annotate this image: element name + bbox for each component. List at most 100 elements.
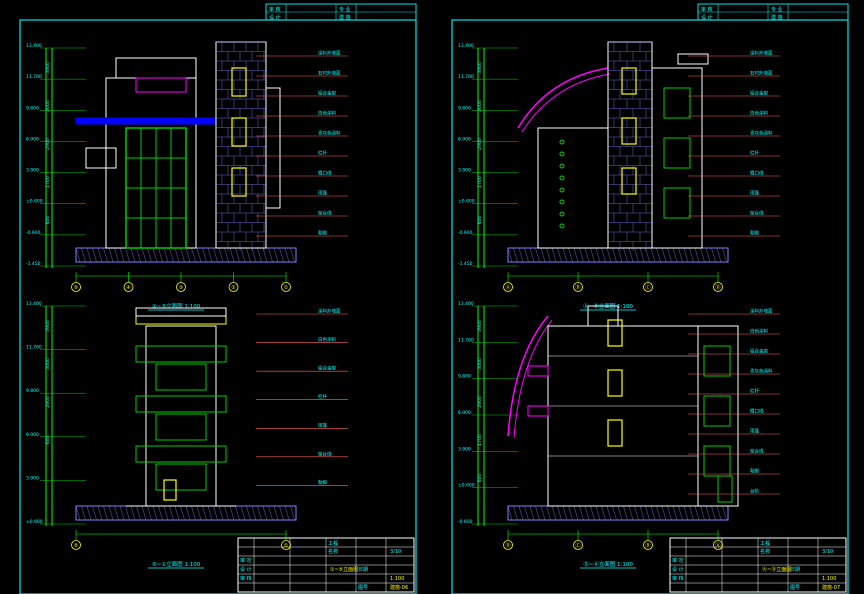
- hatch: [595, 247, 601, 263]
- stamp-cell: 设 计: [701, 14, 713, 21]
- level-label: ±0.000: [26, 199, 43, 205]
- hatch: [678, 247, 683, 263]
- level-label: 13.400: [458, 43, 474, 49]
- annotation-label: 铝合金窗: [750, 348, 768, 355]
- level-label: 6.900: [26, 136, 39, 142]
- dimension-label: 3000: [45, 358, 51, 370]
- axis-bubble: [281, 282, 291, 292]
- axis-label: Ⓒ: [575, 542, 580, 549]
- dimension-label: 3000: [45, 100, 51, 112]
- tb-label: 审 定: [672, 557, 684, 564]
- hatch: [573, 247, 579, 263]
- hatch: [546, 505, 551, 521]
- hatch: [86, 247, 92, 263]
- annotation-label: 铝合金窗: [318, 90, 336, 97]
- annotation-label: 青灰色涂料: [750, 130, 773, 137]
- floor-band: [75, 117, 217, 125]
- door: [717, 475, 733, 503]
- hatch: [645, 505, 650, 521]
- roof-cap: [135, 307, 227, 317]
- hatch: [683, 247, 689, 263]
- hatch: [218, 505, 224, 521]
- annotation-label: 勒脚: [318, 230, 327, 237]
- roof-window: [135, 77, 187, 93]
- hatch: [634, 247, 639, 263]
- hatch: [213, 247, 218, 263]
- hatch: [716, 505, 722, 521]
- dimension-label: 600: [45, 216, 51, 225]
- dimension-label: 1700: [477, 434, 483, 446]
- hatch: [103, 505, 108, 521]
- annotation-label: 涂料外墙面: [750, 50, 773, 57]
- tb-label: 工程: [760, 540, 770, 547]
- window: [607, 319, 623, 347]
- window: [607, 369, 623, 397]
- hatch: [628, 247, 634, 263]
- axis-label: ④: [126, 285, 131, 291]
- sheet-2: 审 核设 计专 业建 施13.40011.7009.8006.9003.900±…: [451, 3, 849, 594]
- hatch: [262, 505, 268, 521]
- hatch: [119, 247, 125, 263]
- hatch: [617, 247, 623, 263]
- annotation-label: 檐口线: [750, 170, 764, 177]
- annotation-label: 白色涂料: [750, 328, 768, 335]
- annotation-label: 石材外墙面: [318, 70, 341, 77]
- annotation-label: 青灰色涂料: [750, 368, 773, 375]
- hatch: [81, 247, 86, 263]
- hatch: [125, 247, 130, 263]
- annotation-label: 栏杆: [750, 150, 759, 157]
- curved-canopy: [507, 315, 549, 437]
- tower-window: [231, 117, 247, 147]
- dimension-label: 2900: [477, 396, 483, 408]
- hatch: [191, 247, 196, 263]
- stamp-cell: 建 施: [771, 14, 783, 21]
- hatch: [202, 505, 207, 521]
- hatch: [661, 505, 667, 521]
- tb-label: 工程: [328, 540, 338, 547]
- axis-label: Ⓐ: [715, 542, 720, 549]
- annotation-label: 檐口线: [318, 170, 332, 177]
- tb-scale: 1:100: [822, 576, 836, 582]
- hatch: [141, 505, 147, 521]
- hatch: [180, 247, 185, 263]
- hatch: [251, 247, 257, 263]
- hatch: [191, 505, 196, 521]
- rail-node: [559, 151, 565, 157]
- axis-bubble: [713, 540, 723, 550]
- door: [163, 479, 177, 501]
- axis-bubble: [713, 282, 723, 292]
- hatch: [196, 505, 202, 521]
- hatch: [92, 247, 97, 263]
- hatch: [650, 247, 656, 263]
- axis-label: Ⓒ: [645, 284, 650, 291]
- hatch: [623, 247, 628, 263]
- hatch: [75, 247, 81, 263]
- dimension-label: 600: [477, 216, 483, 225]
- level-label: 9.800: [26, 388, 39, 394]
- annotation-label: 涂料外墙面: [318, 308, 341, 315]
- stamp-cell: 审 核: [269, 6, 281, 13]
- level-label: 11.700: [458, 337, 474, 343]
- hatch: [130, 505, 136, 521]
- hatch: [535, 505, 540, 521]
- view-title: Ⓓ~Ⓐ立面图 1:100: [583, 560, 633, 568]
- hatch: [568, 247, 573, 263]
- window: [607, 419, 623, 447]
- hatch: [557, 505, 562, 521]
- hatch: [634, 505, 639, 521]
- hatch: [667, 505, 672, 521]
- rail-node: [559, 163, 565, 169]
- hatch: [606, 247, 612, 263]
- level-label: -1.450: [26, 261, 41, 267]
- hatch: [518, 505, 524, 521]
- axis-label: ①: [284, 285, 289, 291]
- annotation-label: 窗台线: [318, 450, 332, 457]
- hatch: [540, 505, 546, 521]
- hatch: [650, 505, 656, 521]
- annotation-label: 勒脚: [750, 230, 759, 237]
- hatch: [240, 247, 246, 263]
- hatch: [158, 505, 163, 521]
- hatch: [689, 247, 694, 263]
- hatch: [174, 247, 180, 263]
- annotation-label: 勒脚: [318, 479, 327, 486]
